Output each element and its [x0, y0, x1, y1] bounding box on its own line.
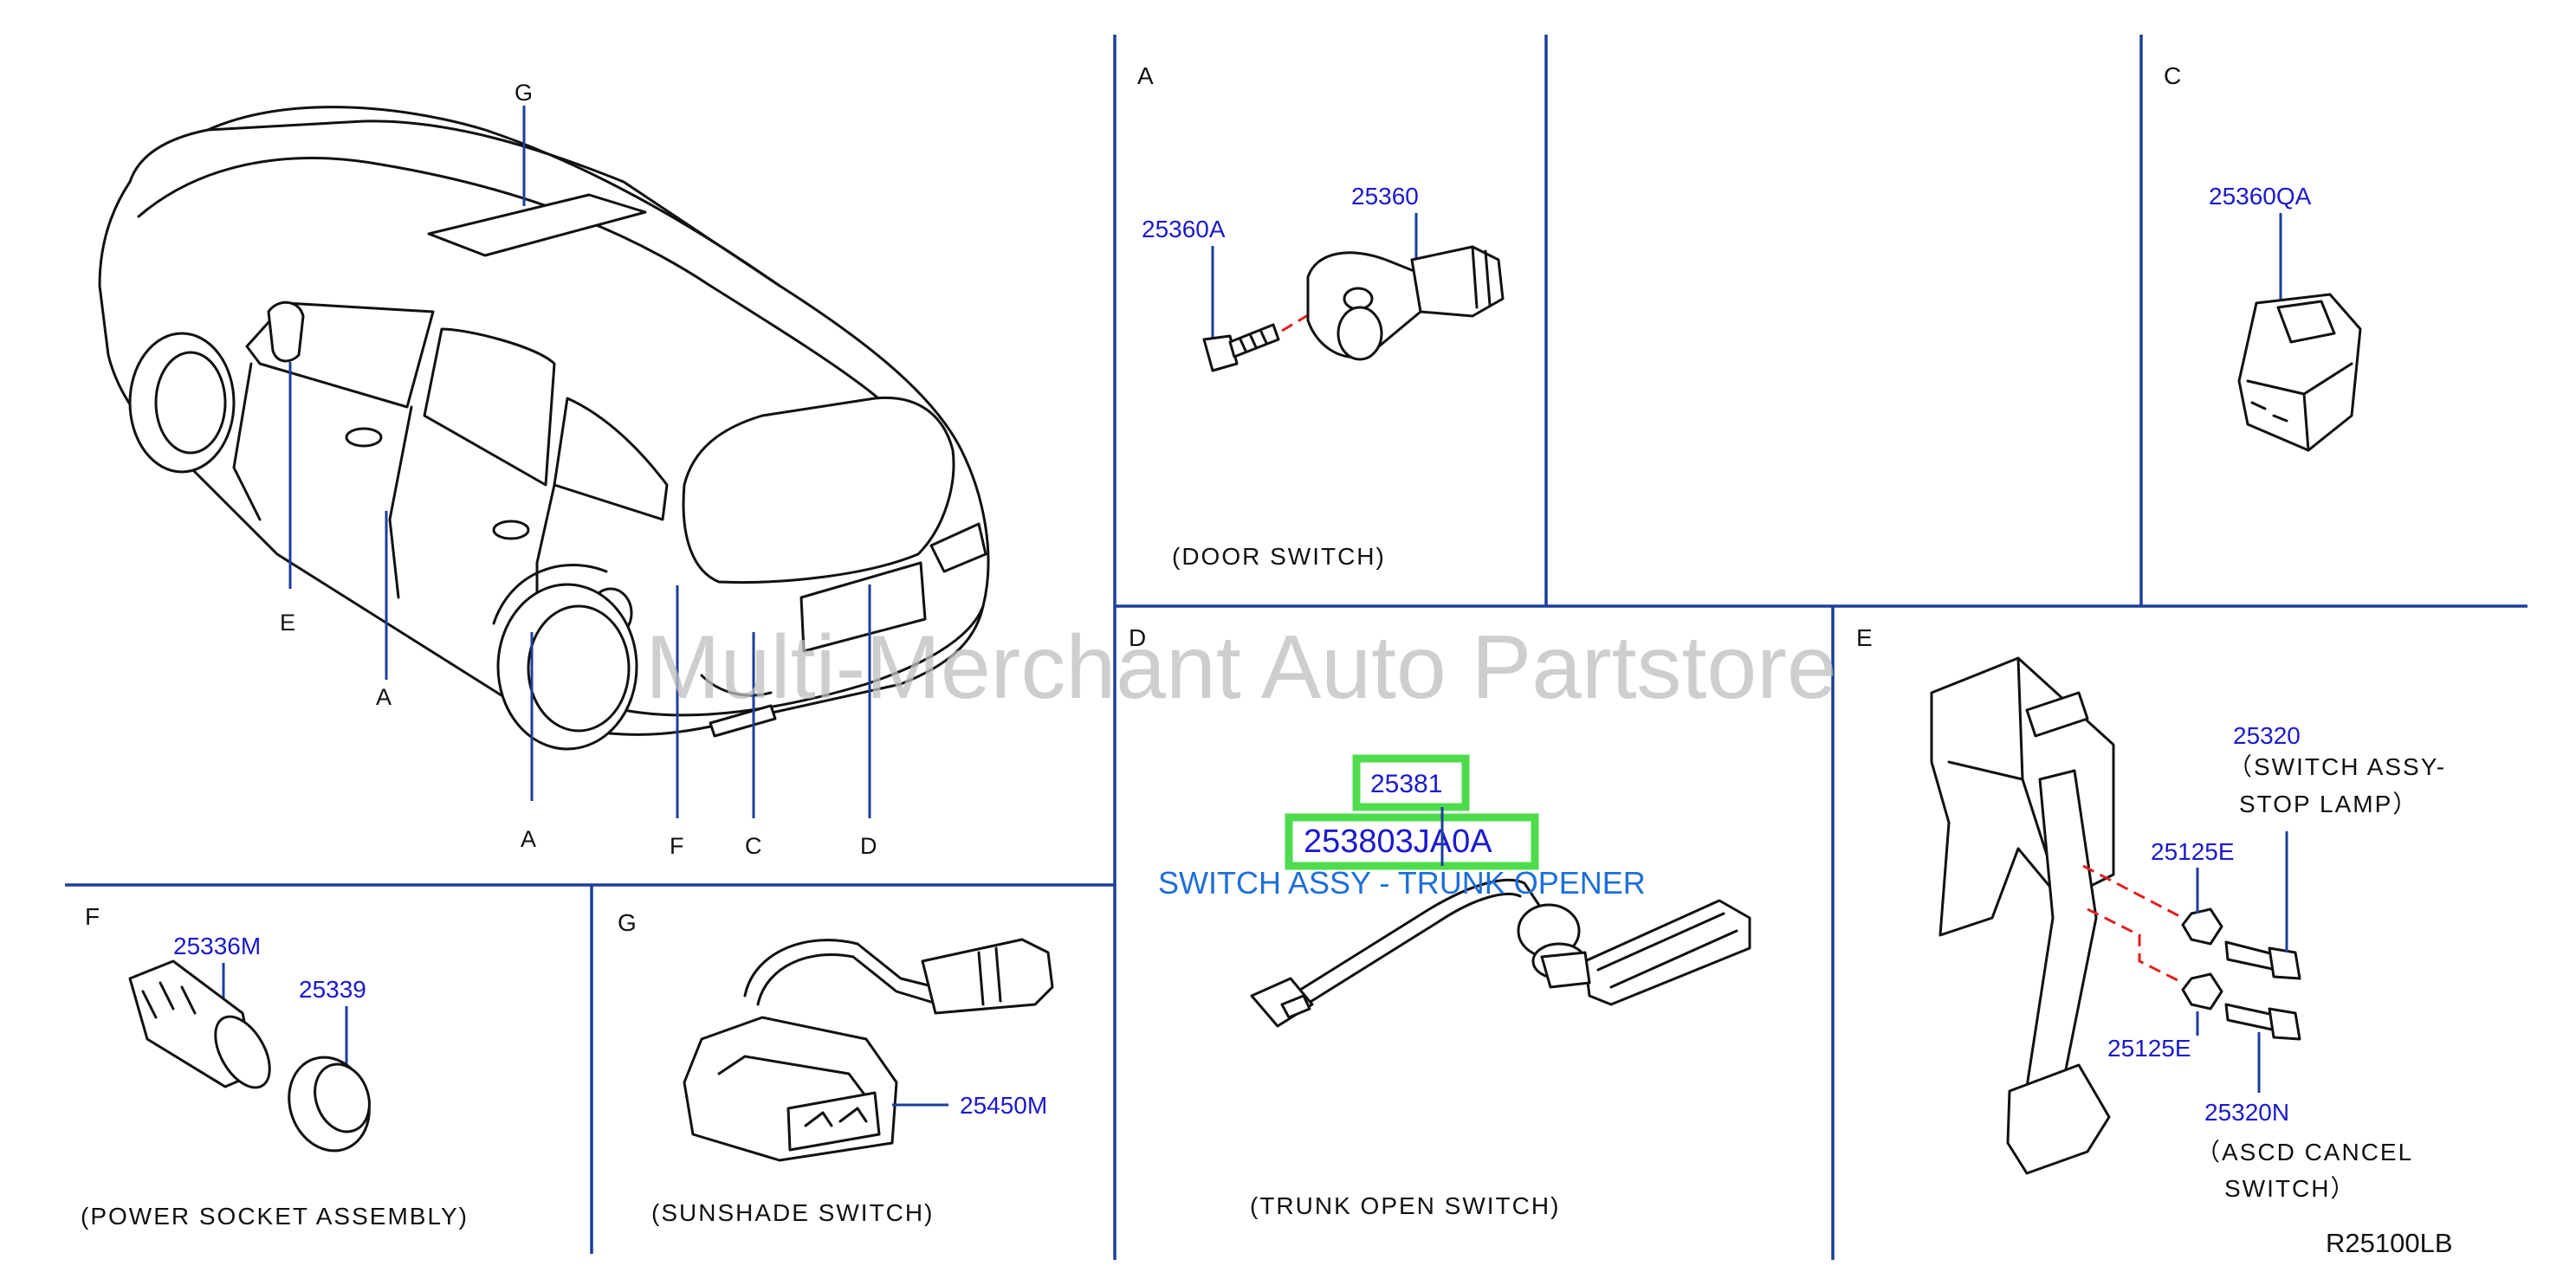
callout-d: D: [860, 833, 877, 859]
callout-a-front: A: [376, 684, 392, 710]
side-window-rear: [423, 327, 556, 487]
diagram-code: R25100LB: [2326, 1228, 2453, 1258]
rear-hatch-glass: [682, 396, 955, 584]
section-f-caption: (POWER SOCKET ASSEMBLY): [81, 1203, 469, 1230]
part-25336m[interactable]: 25336M: [173, 933, 261, 959]
part-25339[interactable]: 25339: [299, 976, 366, 1003]
side-mirror: [267, 300, 305, 363]
part-253803ja0a[interactable]: 253803JA0A: [1304, 823, 1492, 860]
section-a-label: A: [1137, 62, 1154, 89]
screw-icon: [1202, 334, 1239, 372]
callout-f: F: [670, 833, 684, 859]
part-25381[interactable]: 25381: [1370, 770, 1442, 798]
callout-e: E: [280, 610, 295, 636]
trunk-switch-connector: [1250, 977, 1314, 1028]
trunk-switch-cable: [1289, 878, 1544, 998]
highlight-25381: [1352, 754, 1470, 811]
nut-25125e-top: [2181, 907, 2223, 946]
license-plate: [799, 561, 927, 653]
part-25360[interactable]: 25360: [1351, 183, 1419, 210]
part-25320n[interactable]: 25320N: [2204, 1099, 2289, 1126]
section-g-sunshade: G 25450M (SUNSHADE SWITCH): [618, 909, 1054, 1226]
vehicle-illustration: [98, 106, 990, 751]
part-25360a[interactable]: 25360A: [1142, 216, 1226, 242]
callout-g: G: [515, 80, 533, 106]
section-a-caption: (DOOR SWITCH): [1172, 543, 1386, 570]
part-25125e-bottom[interactable]: 25125E: [2107, 1035, 2191, 1062]
panel-dividers: [65, 35, 2527, 1260]
sunshade-connector: [921, 938, 1054, 1015]
section-c-label: C: [2164, 62, 2181, 89]
section-d-label: D: [1129, 624, 1146, 651]
note-25320-line2: STOP LAMP）: [2239, 791, 2418, 817]
section-g-caption: (SUNSHADE SWITCH): [651, 1199, 934, 1226]
nut-25125e-bottom: [2181, 972, 2223, 1011]
section-f-power-socket: F 25336M 25339 (POWER SOCKET ASSEMBLY): [81, 903, 469, 1230]
section-a-door-switch: A 25360A 25360 (DOOR SWITCH): [1137, 62, 1505, 570]
section-g-label: G: [618, 909, 637, 936]
vehicle-callout-labels: G E A A F C D: [280, 80, 877, 859]
note-25320n-line1: （ASCD CANCEL: [2196, 1139, 2413, 1166]
overlay-part-name: SWITCH ASSY - TRUNK OPENER: [1158, 865, 1646, 901]
sunshade-harness: [743, 939, 937, 998]
section-d-caption: (TRUNK OPEN SWITCH): [1250, 1192, 1560, 1219]
part-25450m[interactable]: 25450M: [960, 1092, 1047, 1119]
vehicle-callout-leaders: [288, 106, 871, 818]
part-25320[interactable]: 25320: [2233, 722, 2301, 749]
section-f-label: F: [85, 903, 100, 930]
part-25125e-top[interactable]: 25125E: [2151, 838, 2235, 865]
watermark: Multi-Merchant Auto Partstore: [645, 617, 1837, 718]
trunk-switch-housing: [1583, 899, 1751, 1006]
stop-lamp-switch-icon: [2224, 940, 2278, 972]
highlight-253803ja0a: [1285, 813, 1539, 870]
callout-a-rear: A: [521, 826, 536, 852]
part-25360qa[interactable]: 25360QA: [2209, 183, 2312, 210]
callout-c: C: [745, 833, 762, 859]
section-c: C 25360QA: [2164, 62, 2362, 452]
section-e-label: E: [1856, 624, 1873, 651]
pedal-pad: [2006, 1063, 2111, 1175]
section-d-trunk-switch: D 25381 253803JA0A SWITCH ASSY - TRUNK O…: [1129, 624, 1751, 1219]
section-e-pedal: E 25320 （SWITCH ASSY- STOP LAMP） 25125E …: [1856, 624, 2446, 1202]
note-25320-line1: （SWITCH ASSY-: [2228, 753, 2446, 780]
note-25320n-line2: SWITCH）: [2224, 1175, 2356, 1202]
sunroof: [427, 193, 647, 257]
